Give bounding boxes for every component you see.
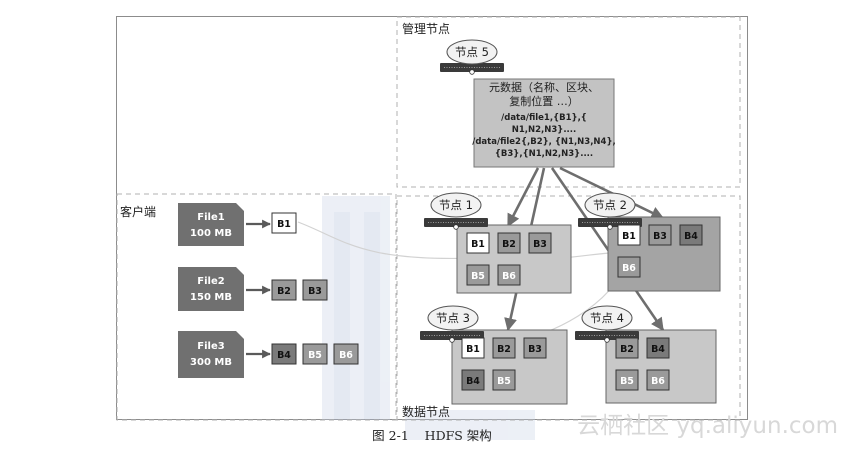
data-block: B6 bbox=[497, 264, 521, 286]
block-label: B4 bbox=[277, 350, 291, 361]
block-label: B4 bbox=[466, 376, 480, 387]
data-block: B4 bbox=[679, 224, 703, 246]
server-rack-icon bbox=[440, 63, 504, 75]
file-block-arrows bbox=[246, 219, 271, 359]
block-label: B2 bbox=[277, 286, 291, 297]
block-label: B2 bbox=[620, 344, 634, 355]
metadata-line: N1,N2,N3}.... bbox=[512, 125, 577, 135]
file-name: File2 bbox=[197, 276, 224, 287]
block-label: B4 bbox=[684, 231, 698, 242]
block-label: B1 bbox=[277, 219, 291, 230]
node-label: 节点 5 bbox=[455, 45, 489, 59]
data-block: B3 bbox=[302, 279, 328, 301]
block-label: B1 bbox=[466, 344, 480, 355]
node-label-bubble bbox=[430, 192, 482, 218]
data-block: B4 bbox=[646, 337, 670, 359]
block-label: B1 bbox=[471, 239, 485, 250]
data-block: B1 bbox=[466, 232, 490, 254]
block-label: B3 bbox=[308, 286, 322, 297]
data-block: B5 bbox=[492, 369, 516, 391]
data-block: B4 bbox=[271, 343, 297, 365]
region-label-data: 数据节点 bbox=[402, 404, 450, 419]
node-label: 节点 1 bbox=[439, 198, 473, 212]
file-name: File1 bbox=[197, 212, 224, 223]
data-block: B5 bbox=[615, 369, 639, 391]
file-file1: File1 100 MB bbox=[178, 203, 244, 246]
node-label: 节点 4 bbox=[590, 311, 624, 325]
data-block: B4 bbox=[461, 369, 485, 391]
file-name: File3 bbox=[197, 341, 224, 352]
block-label: B5 bbox=[308, 350, 322, 361]
region-boundaries bbox=[116, 16, 741, 421]
metadata-line: /data/file2{,B2}, {N1,N3,N4}, bbox=[472, 137, 616, 147]
block-label: B3 bbox=[533, 239, 547, 250]
node-label-bubble bbox=[581, 305, 633, 331]
data-block: B2 bbox=[271, 279, 297, 301]
block-label: B1 bbox=[622, 231, 636, 242]
data-block: B6 bbox=[617, 256, 641, 278]
file-size: 150 MB bbox=[190, 292, 232, 303]
metadata-line: 复制位置 …） bbox=[509, 94, 579, 108]
data-block: B3 bbox=[648, 224, 672, 246]
data-block: B5 bbox=[466, 264, 490, 286]
data-block: B1 bbox=[461, 337, 485, 359]
node-label-bubble bbox=[446, 39, 498, 65]
data-block: B1 bbox=[271, 212, 297, 234]
data-block: B3 bbox=[528, 232, 552, 254]
metadata-line: 元数据（名称、区块、 bbox=[489, 80, 599, 94]
block-label: B2 bbox=[502, 239, 516, 250]
background-graphic bbox=[322, 196, 535, 440]
data-block: B6 bbox=[333, 343, 359, 365]
watermark: 云栖社区 yq.aliyun.com bbox=[577, 413, 838, 439]
server-rack-icon bbox=[424, 218, 488, 230]
block-label: B3 bbox=[528, 344, 542, 355]
file-size: 100 MB bbox=[190, 228, 232, 239]
block-label: B6 bbox=[339, 350, 353, 361]
region-label-management: 管理节点 bbox=[402, 21, 450, 36]
region-label-client: 客户端 bbox=[120, 204, 156, 219]
data-block: B5 bbox=[302, 343, 328, 365]
block-label: B6 bbox=[622, 263, 636, 274]
block-label: B5 bbox=[620, 376, 634, 387]
node-label: 节点 2 bbox=[593, 198, 627, 212]
data-block: B1 bbox=[617, 224, 641, 246]
data-block: B2 bbox=[615, 337, 639, 359]
data-block: B6 bbox=[646, 369, 670, 391]
data-block: B3 bbox=[523, 337, 547, 359]
data-block: B2 bbox=[492, 337, 516, 359]
data-block: B2 bbox=[497, 232, 521, 254]
block-label: B2 bbox=[497, 344, 511, 355]
block-label: B6 bbox=[651, 376, 665, 387]
file-file3: File3 300 MB bbox=[178, 331, 244, 378]
block-label: B5 bbox=[497, 376, 511, 387]
file-size: 300 MB bbox=[190, 357, 232, 368]
metadata-line: {B3},{N1,N2,N3}.... bbox=[495, 149, 593, 159]
node-label-bubble bbox=[427, 305, 479, 331]
block-label: B3 bbox=[653, 231, 667, 242]
block-label: B5 bbox=[471, 271, 485, 282]
node-label: 节点 3 bbox=[436, 311, 470, 325]
figure-caption: 图 2-1 HDFS 架构 bbox=[372, 428, 492, 443]
file-file2: File2 150 MB bbox=[178, 267, 244, 311]
node-label-bubble bbox=[584, 192, 636, 218]
block-label: B6 bbox=[502, 271, 516, 282]
block-label: B4 bbox=[651, 344, 665, 355]
metadata-line: /data/file1,{B1},{ bbox=[501, 113, 587, 123]
metadata-panel bbox=[473, 78, 615, 168]
name-node: 元数据（名称、区块、 复制位置 …） /data/file1,{B1},{ N1… bbox=[440, 39, 616, 168]
